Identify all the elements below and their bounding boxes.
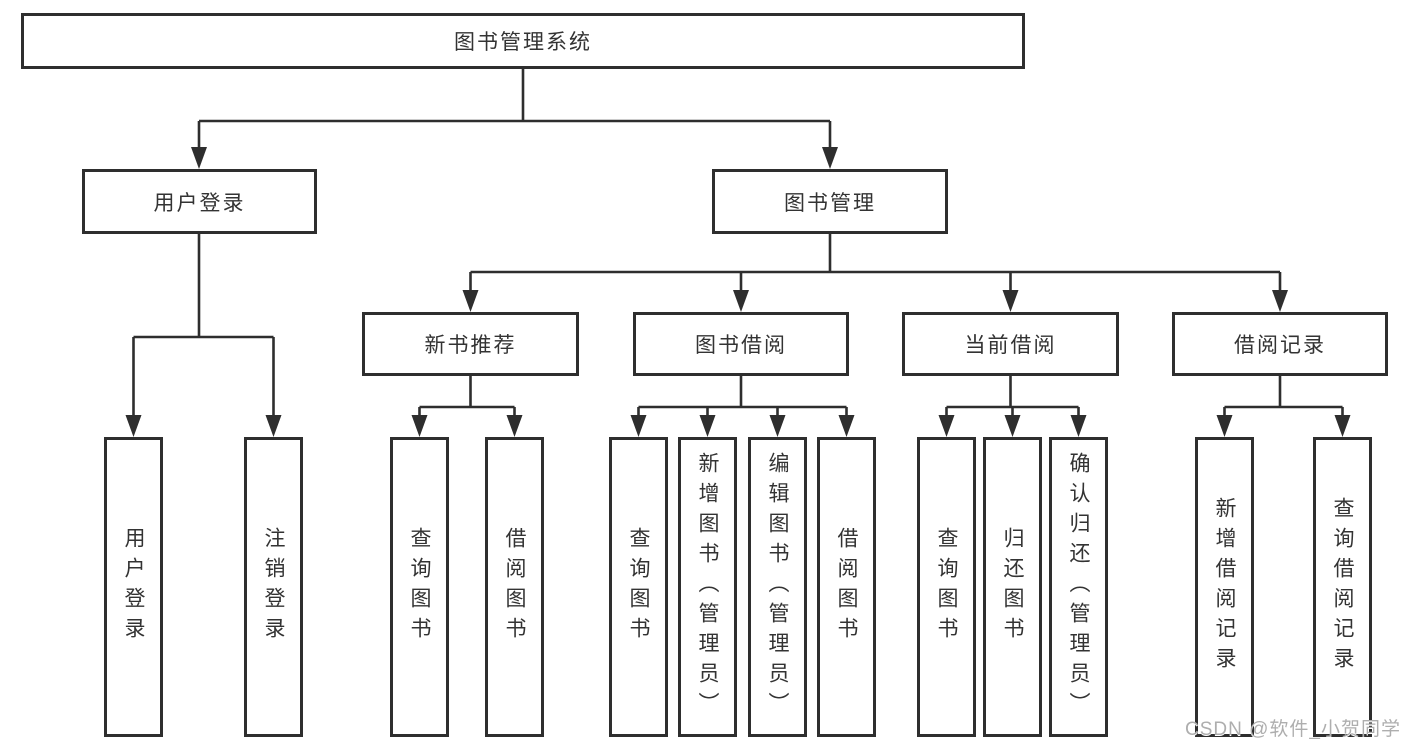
node-new-book-recommend: 新书推荐: [362, 312, 579, 376]
node-user-login: 用户登录: [82, 169, 317, 234]
leaf-borrow-books-recommend: 借阅图书: [485, 437, 544, 737]
arrowhead-icons: [125, 147, 1351, 437]
leaf-return-book: 归还图书: [983, 437, 1042, 737]
leaf-confirm-return-admin: 确认归还（管理员）: [1049, 437, 1108, 737]
node-current-borrow: 当前借阅: [902, 312, 1119, 376]
node-book-management: 图书管理: [712, 169, 948, 234]
leaf-user-login: 用户登录: [104, 437, 163, 737]
leaf-query-books-recommend: 查询图书: [390, 437, 449, 737]
node-book-borrow: 图书借阅: [633, 312, 849, 376]
node-library-management-system: 图书管理系统: [21, 13, 1025, 69]
leaf-logout: 注销登录: [244, 437, 303, 737]
leaf-borrow-books: 借阅图书: [817, 437, 876, 737]
connector-lines: [132, 69, 1344, 418]
leaf-query-books-current: 查询图书: [917, 437, 976, 737]
leaf-add-book-admin: 新增图书（管理员）: [678, 437, 737, 737]
leaf-edit-book-admin: 编辑图书（管理员）: [748, 437, 807, 737]
leaf-add-borrow-record: 新增借阅记录: [1195, 437, 1254, 737]
watermark: CSDN @软件_小贺同学: [1185, 719, 1401, 740]
leaf-query-borrow-record: 查询借阅记录: [1313, 437, 1372, 737]
leaf-query-books-borrow: 查询图书: [609, 437, 668, 737]
node-borrow-records: 借阅记录: [1172, 312, 1388, 376]
